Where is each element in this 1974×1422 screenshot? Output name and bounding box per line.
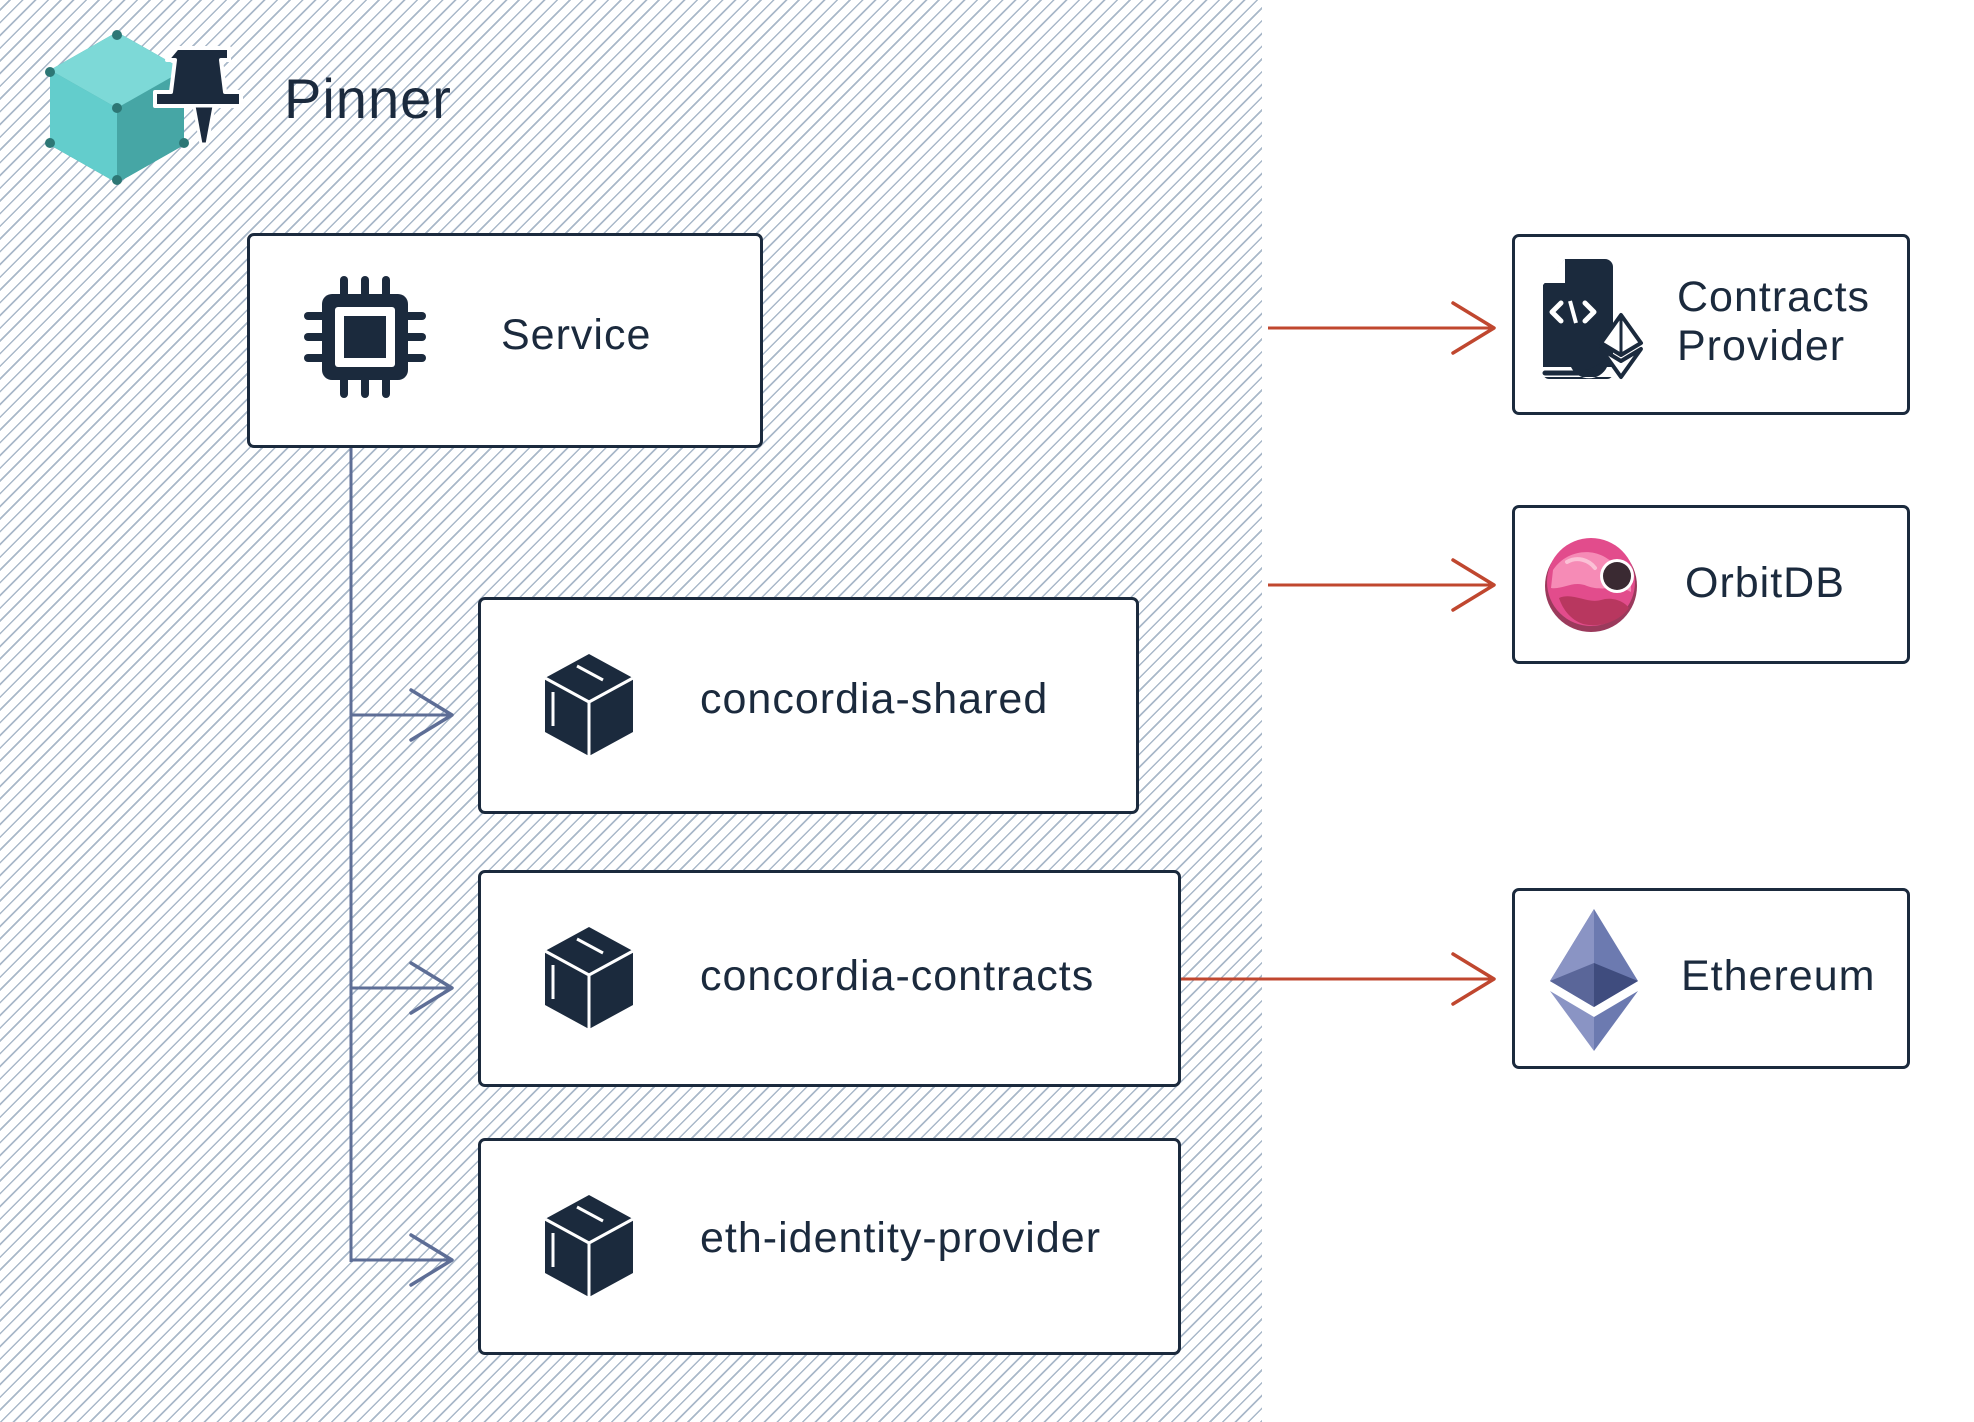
service-node: Service bbox=[247, 233, 763, 448]
branch-arrow-shared bbox=[351, 688, 454, 742]
package-cube-icon bbox=[544, 1195, 634, 1297]
concordia-contracts-node: concordia-contracts bbox=[478, 870, 1181, 1087]
contracts-provider-line2: Provider bbox=[1677, 322, 1846, 371]
branch-arrow-contracts bbox=[351, 961, 454, 1015]
pinner-title: Pinner bbox=[284, 67, 452, 130]
smart-contract-icon bbox=[1542, 259, 1643, 379]
pinner-logo-icon bbox=[45, 30, 243, 185]
contracts-provider-line1: Contracts bbox=[1677, 273, 1871, 321]
arrow-to-contracts-provider bbox=[1268, 301, 1496, 355]
cpu-chip-icon bbox=[304, 276, 426, 398]
arrow-to-ethereum bbox=[1181, 952, 1496, 1006]
package-cube-icon bbox=[544, 927, 634, 1029]
ethereum-logo-icon bbox=[1550, 909, 1638, 1051]
ethereum-label: Ethereum bbox=[1681, 952, 1876, 1000]
orbitdb-node: OrbitDB bbox=[1512, 505, 1910, 664]
concordia-shared-node: concordia-shared bbox=[478, 597, 1139, 814]
concordia-shared-label: concordia-shared bbox=[700, 675, 1049, 723]
eth-identity-provider-label: eth-identity-provider bbox=[700, 1214, 1102, 1262]
contracts-provider-node: Contracts Provider bbox=[1512, 234, 1910, 415]
branch-arrow-identity bbox=[351, 1233, 454, 1287]
concordia-contracts-label: concordia-contracts bbox=[700, 952, 1095, 1000]
ethereum-node: Ethereum bbox=[1512, 888, 1910, 1069]
orbitdb-logo-icon bbox=[1545, 538, 1637, 632]
contracts-provider-label: Contracts Provider bbox=[1677, 273, 1870, 372]
package-cube-icon bbox=[544, 654, 634, 756]
eth-identity-provider-node: eth-identity-provider bbox=[478, 1138, 1181, 1355]
service-label: Service bbox=[501, 311, 652, 359]
orbitdb-label: OrbitDB bbox=[1685, 559, 1845, 607]
pushpin-icon bbox=[153, 46, 243, 146]
arrow-to-orbitdb bbox=[1268, 558, 1496, 612]
